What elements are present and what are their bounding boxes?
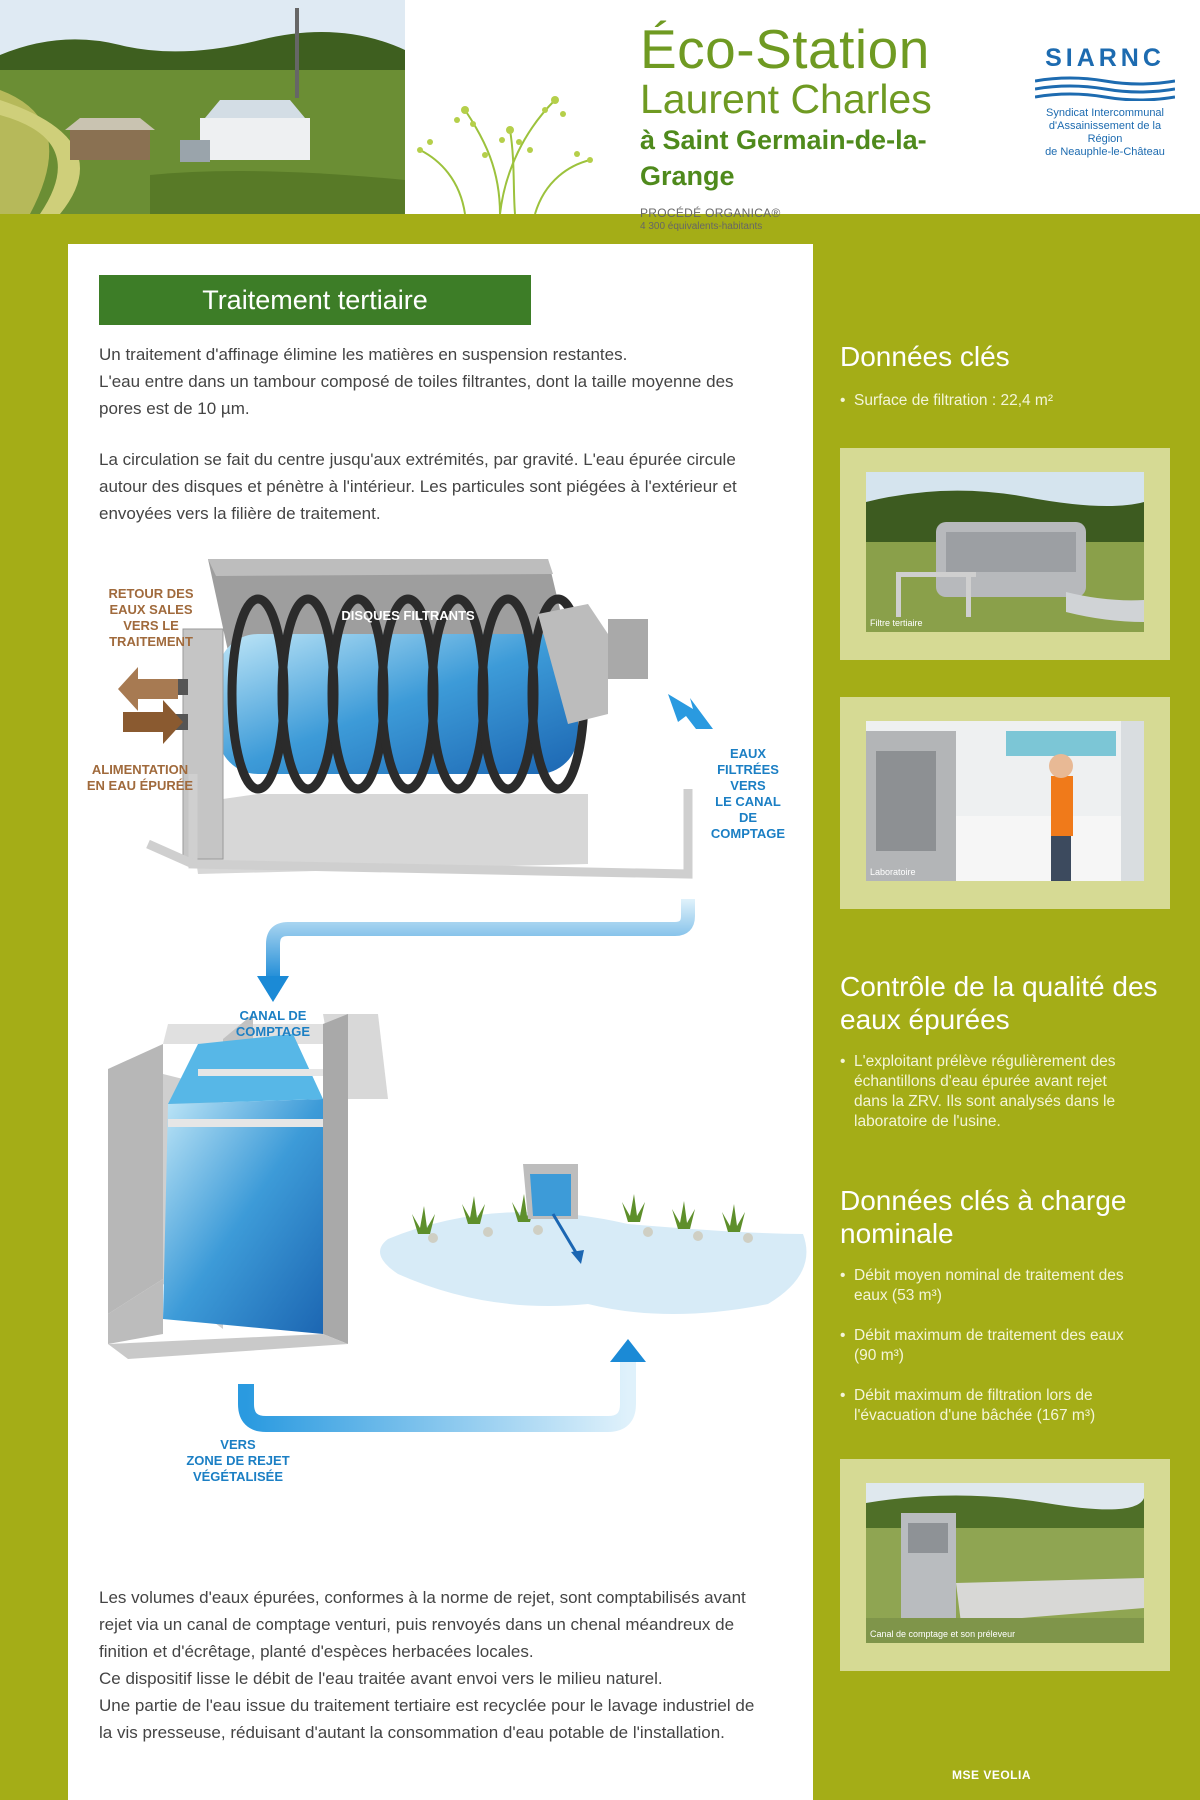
caption-counting-canal: Canal de comptage et son préleveur <box>870 1629 1016 1639</box>
circulation-line-3: envoyées vers la filière de traitement. <box>99 504 381 523</box>
conclusion-line-1: Les volumes d'eaux épurées, conformes à … <box>99 1588 746 1607</box>
nominal-max-flow: Débit maximum de traitement des eaux(90 … <box>840 1326 1170 1366</box>
mse-veolia-logo: MSE VEOLIA <box>952 1768 1032 1782</box>
title-main: Éco-Station <box>640 18 930 80</box>
feed-arrow-icon <box>123 700 183 744</box>
conclusion-line-6: la vis presseuse, réduisant d'autant la … <box>99 1723 725 1742</box>
return-arrow-icon <box>118 667 178 711</box>
conclusion-line-5: Une partie de l'eau issue du traitement … <box>99 1696 755 1715</box>
intro-line-2: L'eau entre dans un tambour composé de t… <box>99 372 734 391</box>
caption-tertiary-filter: Filtre tertiaire <box>870 618 923 628</box>
laboratory-photo: Laboratoire <box>866 721 1144 881</box>
main-panel: Traitement tertiaire Un traitement d'aff… <box>68 244 813 1800</box>
diagram-graphics <box>108 559 807 1432</box>
siarnc-subtitle-3: de Neauphle-le-Château <box>1045 146 1165 158</box>
pipe-to-canal <box>266 899 695 981</box>
filtered-arrow-icon <box>668 694 713 729</box>
counting-canal <box>108 1014 388 1359</box>
circulation-line-1: La circulation se fait du centre jusqu'a… <box>99 450 736 469</box>
key-data-filtration: Surface de filtration : 22,4 m² <box>840 391 1170 411</box>
station-aerial-photo <box>0 0 405 214</box>
intro-line-3: pores est de 10 µm. <box>99 399 250 418</box>
photo-frame-laboratory: Laboratoire <box>840 697 1170 909</box>
photo-frame-counting-canal: Canal de comptage et son préleveur <box>840 1459 1170 1671</box>
arrow-up-icon <box>610 1339 646 1362</box>
siarnc-subtitle-1: Syndicat Intercommunal <box>1046 107 1164 119</box>
circulation-paragraph: La circulation se fait du centre jusqu'a… <box>99 446 789 527</box>
title-block: Éco-Station Laurent Charles à Saint Germ… <box>640 20 990 232</box>
key-data-heading: Données clés <box>840 341 1010 372</box>
arrow-down-icon <box>257 976 289 1002</box>
nominal-max-filtration: Débit maximum de filtration lors del'éva… <box>840 1386 1170 1426</box>
pipe-to-zone <box>238 1359 636 1432</box>
caption-laboratory: Laboratoire <box>870 867 916 877</box>
siarnc-logo: SIARNC Syndicat Intercommunal d'Assainis… <box>1030 44 1180 159</box>
conclusion-line-2: rejet via un canal de comptage venturi, … <box>99 1615 735 1634</box>
nominal-average-flow: Débit moyen nominal de traitement deseau… <box>840 1266 1170 1306</box>
process-name: PROCÉDÉ ORGANICA® <box>640 206 781 220</box>
vegetated-pond <box>380 1212 807 1314</box>
intro-line-1: Un traitement d'affinage élimine les mat… <box>99 345 628 364</box>
header: Éco-Station Laurent Charles à Saint Germ… <box>0 0 1200 232</box>
conclusion-line-4: Ce dispositif lisse le débit de l'eau tr… <box>99 1669 663 1688</box>
conclusion-paragraph: Les volumes d'eaux épurées, conformes à … <box>99 1584 789 1746</box>
photo-frame-tertiary-filter: Filtre tertiaire <box>840 448 1170 660</box>
label-filter-disks: DISQUES FILTRANTS <box>341 608 475 623</box>
title-location: à Saint Germain-de-la-Grange <box>640 125 927 191</box>
quality-control-text: L'exploitant prélève régulièrement deséc… <box>840 1052 1170 1132</box>
title-station-name: Laurent Charles <box>640 76 932 122</box>
siarnc-subtitle-2: d'Assainissement de la Région <box>1048 120 1162 145</box>
counting-canal-photo: Canal de comptage et son préleveur <box>866 1483 1144 1643</box>
tertiary-filter-photo: Filtre tertiaire <box>866 472 1144 632</box>
conclusion-line-3: finition et d'écrêtage, planté d'espèces… <box>99 1642 534 1661</box>
wave-icon <box>1035 76 1175 101</box>
intro-paragraph: Un traitement d'affinage élimine les mat… <box>99 341 789 422</box>
plant-decoration <box>417 96 593 214</box>
drum-filter <box>146 559 693 879</box>
circulation-line-2: autour des disques et pénètre à l'intéri… <box>99 477 737 496</box>
capacity: 4 300 équivalents-habitants <box>640 221 763 232</box>
section-title: Traitement tertiaire <box>99 275 531 325</box>
siarnc-name: SIARNC <box>1045 44 1165 72</box>
